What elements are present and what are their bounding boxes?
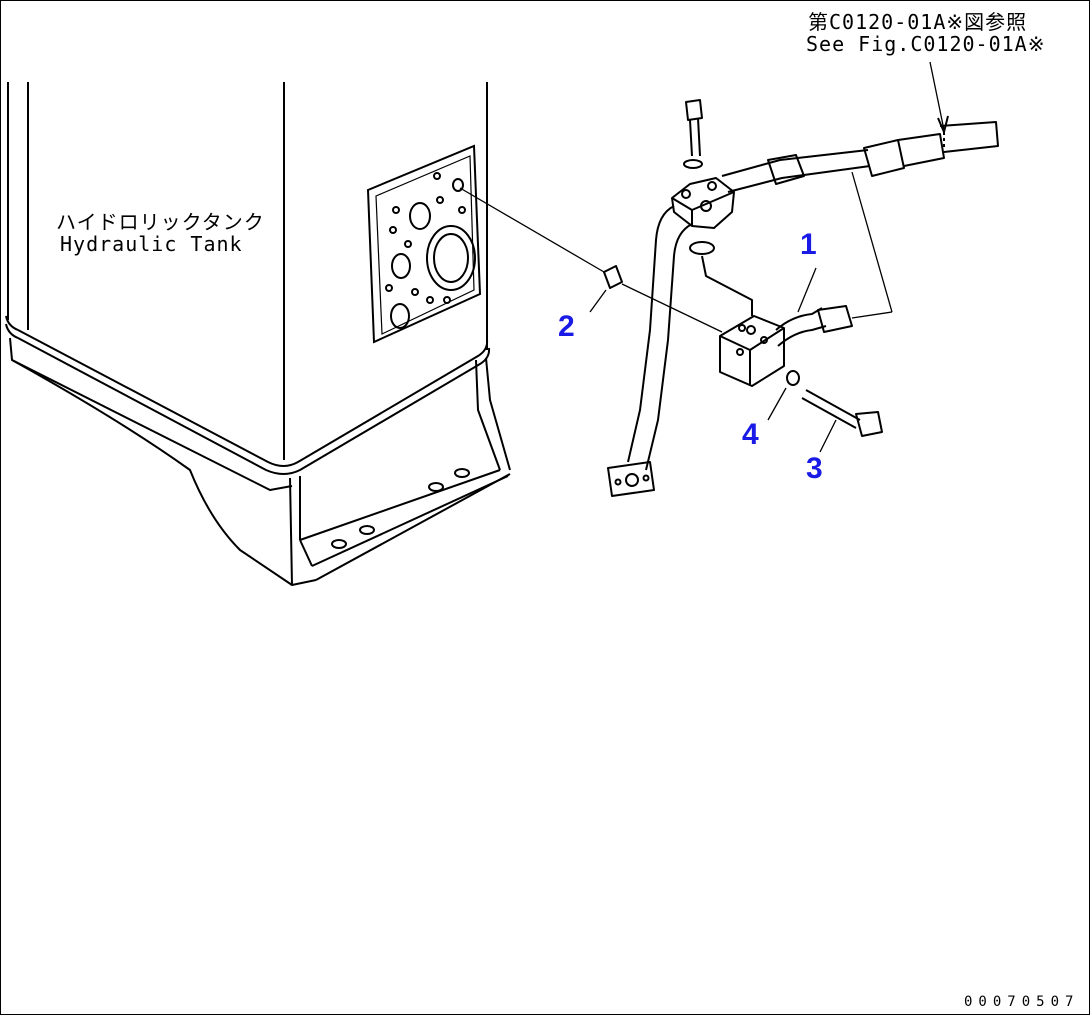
tank-label-en: Hydraulic Tank xyxy=(60,232,243,256)
tank-label-jp: ハイドロリックタンク xyxy=(56,210,265,234)
drawing-code: 00070507 xyxy=(964,994,1080,1010)
leader-lines xyxy=(459,61,949,453)
hose-assembly xyxy=(603,99,999,497)
tank-flange-plate xyxy=(366,144,482,344)
reference-note-jp: 第C0120-01A※図参照 xyxy=(808,10,1028,34)
callout-3: 3 xyxy=(806,452,823,485)
callout-1: 1 xyxy=(800,228,817,261)
reference-note-en: See Fig.C0120-01A※ xyxy=(806,32,1046,56)
hydraulic-tank xyxy=(5,82,511,586)
callout-4: 4 xyxy=(742,418,759,451)
callout-2: 2 xyxy=(558,310,575,343)
